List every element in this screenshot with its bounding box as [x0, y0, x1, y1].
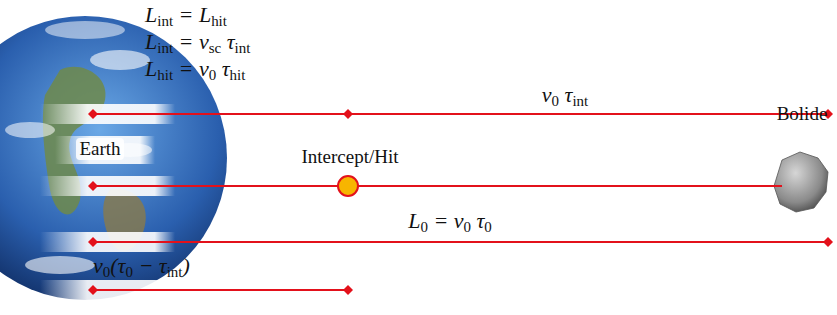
subscript: sc	[209, 40, 221, 56]
distance-formula: v0 τint	[542, 82, 588, 110]
subscript: int	[157, 13, 173, 29]
subscript: int	[157, 40, 173, 56]
subscript: int	[572, 93, 588, 109]
diamond-marker	[343, 285, 353, 295]
subscript: 0	[420, 219, 427, 235]
subscript: 0	[552, 93, 559, 109]
text-run: Intercept/Hit	[301, 146, 398, 167]
distance-formula: Lint = vsc τint	[145, 29, 250, 57]
earth-picture	[0, 16, 227, 300]
subscript: hit	[230, 67, 246, 83]
diamond-marker	[88, 237, 98, 247]
distance-formula: Lhit = v0 τhit	[145, 56, 245, 84]
subscript: hit	[157, 67, 173, 83]
object-label: Earth	[76, 138, 123, 160]
diamond-marker	[343, 109, 353, 119]
earth-cloud	[25, 256, 95, 274]
text-run: = v	[173, 56, 209, 81]
diamond-marker	[88, 181, 98, 191]
text-run: = L	[173, 2, 211, 27]
subscript: 0	[103, 264, 110, 280]
text-run: = v	[428, 208, 464, 233]
text-run: v	[542, 82, 552, 107]
text-run: v	[93, 253, 103, 278]
text-run: L	[145, 29, 157, 54]
distance-formula: v0(τ0 − τint)	[93, 253, 190, 281]
text-run: Bolide	[777, 103, 828, 124]
distance-lines	[93, 114, 828, 290]
text-run: L	[408, 208, 420, 233]
diamond-marker	[823, 237, 833, 247]
text-run: τ	[559, 82, 572, 107]
trajectory-line	[93, 185, 782, 187]
earth-cloud	[5, 122, 55, 138]
earth-cloud	[45, 21, 125, 39]
distance-line	[93, 289, 348, 291]
text-run: τ	[221, 29, 234, 54]
text-run: Earth	[79, 138, 120, 159]
object-label: Intercept/Hit	[301, 146, 398, 168]
line-ends	[88, 109, 833, 295]
distance-line	[93, 113, 828, 115]
text-run: τ	[471, 208, 484, 233]
label-glow	[55, 136, 155, 164]
text-run: (τ	[110, 253, 125, 278]
text-run: L	[145, 56, 157, 81]
subscript: int	[167, 264, 183, 280]
diamond-marker	[88, 109, 98, 119]
subscript: 0	[209, 67, 216, 83]
subscript: int	[235, 40, 251, 56]
earth-cloud	[90, 50, 150, 70]
distance-formula: Lint = Lhit	[145, 2, 227, 30]
text-run: )	[182, 253, 189, 278]
object-label: Bolide	[777, 103, 828, 125]
intercept-point	[338, 176, 358, 196]
earth-globe	[0, 16, 227, 300]
subscript: 0	[484, 219, 491, 235]
text-run: = v	[173, 29, 209, 54]
diamond-marker	[88, 285, 98, 295]
subscript: 0	[125, 264, 132, 280]
distance-formula: L0 = v0 τ0	[408, 208, 492, 236]
subscript: hit	[211, 13, 227, 29]
text-run: − τ	[133, 253, 167, 278]
subscript: 0	[464, 219, 471, 235]
distance-line	[93, 241, 828, 243]
text-run: τ	[216, 56, 229, 81]
bolide-picture	[774, 152, 828, 212]
text-run: L	[145, 2, 157, 27]
